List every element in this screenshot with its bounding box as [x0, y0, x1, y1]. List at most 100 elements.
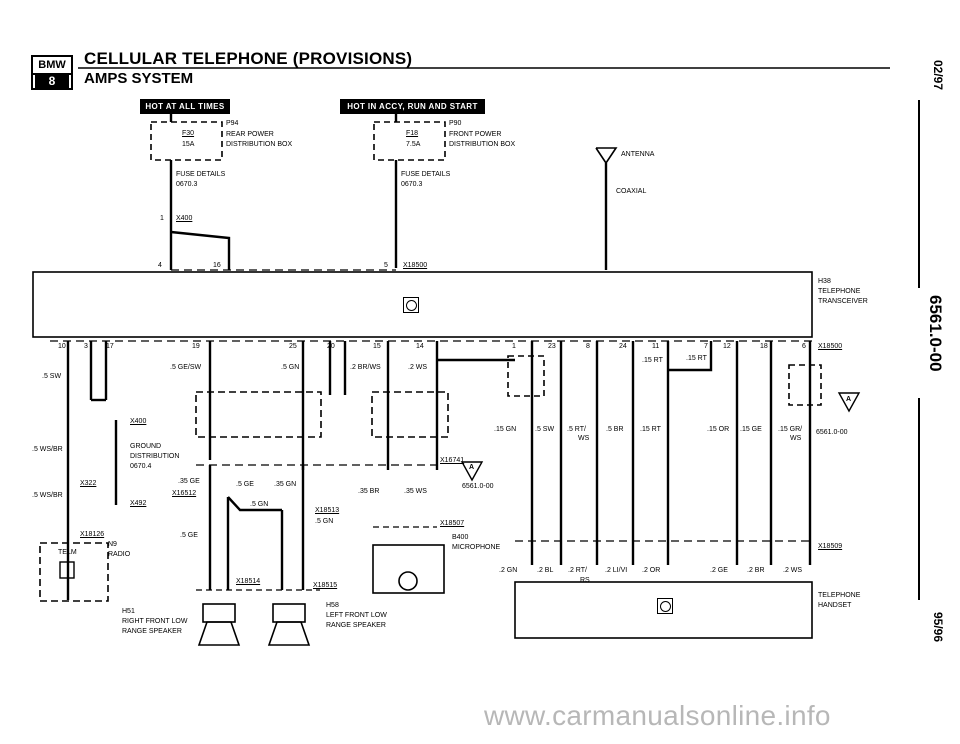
- wire-rtrs2: RS: [580, 577, 590, 584]
- transceiver-pin: 14: [416, 343, 424, 350]
- hot-at-all-times: HOT AT ALL TIMES: [140, 99, 230, 114]
- wire-rtrs: .2 RT/: [568, 567, 587, 574]
- conn-x18500-top: X18500: [403, 262, 428, 269]
- ground-symbol-icon: [403, 297, 419, 313]
- wire-gn2: .2 GN: [499, 567, 518, 574]
- f30-box-1: REAR POWER: [226, 131, 274, 138]
- wire-brws2: .2 BR/WS: [350, 364, 381, 371]
- transceiver-pin: 23: [548, 343, 556, 350]
- wire-br2: .2 BR: [747, 567, 765, 574]
- logo-series: 8: [35, 75, 69, 88]
- conn-x18515: X18515: [313, 582, 338, 589]
- wire-ge35: .35 GE: [178, 478, 200, 485]
- antenna-label: ANTENNA: [621, 151, 655, 158]
- conn-x492: X492: [130, 500, 147, 507]
- wire-gn5b: .5 GN: [250, 501, 269, 508]
- transceiver-pin: 10: [58, 343, 66, 350]
- handset-2: HANDSET: [818, 602, 852, 609]
- wire-ge15: .15 GE: [740, 426, 762, 433]
- wire-br35: .35 BR: [358, 488, 380, 495]
- f18-ref: 0670.3: [401, 181, 423, 188]
- wire-grws: .15 GR/: [778, 426, 803, 433]
- page-number: 6561.0-00: [926, 295, 945, 372]
- wire-wsbr2: .5 WS/BR: [32, 492, 63, 499]
- callout-a: A: [469, 464, 475, 471]
- wire-gn35: .35 GN: [274, 481, 297, 488]
- f30-ref: 0670.3: [176, 181, 198, 188]
- fuse-f18: F18: [406, 130, 419, 137]
- bmw-logo: BMW 8: [31, 55, 73, 90]
- wire-rtws2: WS: [578, 435, 590, 442]
- wire-ws35: .35 WS: [404, 488, 427, 495]
- wire-br5: .5 BR: [606, 426, 624, 433]
- wire-wsbr: .5 WS/BR: [32, 446, 63, 453]
- label-microphone: MICROPHONE: [452, 544, 501, 551]
- wire-gn5: .5 GN: [281, 364, 300, 371]
- label-telm: TELM: [58, 549, 77, 556]
- wire-ge5: .5 GE: [236, 481, 254, 488]
- conn-x16741: X16741: [440, 457, 465, 464]
- f18-box-1: FRONT POWER: [449, 131, 502, 138]
- label-h51b: RANGE SPEAKER: [122, 628, 182, 635]
- hot-in-accy: HOT IN ACCY, RUN AND START: [340, 99, 485, 114]
- f18-box-2: DISTRIBUTION BOX: [449, 141, 516, 148]
- conn-x322: X322: [80, 480, 97, 487]
- transceiver-pin: 24: [619, 343, 627, 350]
- transceiver-pin: 25: [289, 343, 297, 350]
- wire-sw5b: .5 SW: [535, 426, 555, 433]
- transceiver-line2: TRANSCEIVER: [818, 298, 868, 305]
- conn-x18509: X18509: [818, 543, 843, 550]
- wire-rt15c: .15 RT: [640, 426, 661, 433]
- pin-5: 5: [384, 262, 388, 269]
- label-h58: H58: [326, 602, 339, 609]
- logo-brand: BMW: [33, 57, 71, 75]
- wire-grws2: WS: [790, 435, 802, 442]
- wire-rt15a: .15 RT: [642, 357, 663, 364]
- conn-x18500-right: X18500: [818, 343, 843, 350]
- conn-x18507: X18507: [440, 520, 465, 527]
- diagram-subtitle: AMPS SYSTEM: [84, 70, 194, 87]
- pin-x400: 1: [160, 215, 164, 222]
- transceiver-pin: 7: [704, 343, 708, 350]
- handset-symbol-icon: [657, 598, 673, 614]
- date-bottom: 95/96: [931, 612, 945, 643]
- transceiver-pin: 6: [802, 343, 806, 350]
- wire-or2: .2 OR: [642, 567, 661, 574]
- handset-1: TELEPHONE: [818, 592, 861, 599]
- diagram-title: CELLULAR TELEPHONE (PROVISIONS): [84, 49, 413, 68]
- wire-livi: .2 LI/VI: [605, 567, 628, 574]
- transceiver-pin: 12: [723, 343, 731, 350]
- wire-rt15b: .15 RT: [686, 355, 707, 362]
- transceiver-pin: 18: [760, 343, 768, 350]
- transceiver-pin: 15: [373, 343, 381, 350]
- transceiver-pin: 19: [192, 343, 200, 350]
- wire-sw5: .5 SW: [42, 373, 62, 380]
- label-h58a: LEFT FRONT LOW: [326, 612, 387, 619]
- fuse-f30-connector: P94: [226, 120, 239, 127]
- watermark: www.carmanualsonline.info: [484, 700, 831, 731]
- ground-3: 0670.4: [130, 463, 152, 470]
- ground-2: DISTRIBUTION: [130, 453, 180, 460]
- label-radio: RADIO: [108, 551, 131, 558]
- fuse-f30: F30: [182, 130, 195, 137]
- wire-ws2b: .2 WS: [783, 567, 803, 574]
- label-h58b: RANGE SPEAKER: [326, 622, 386, 629]
- transceiver-line1: TELEPHONE: [818, 288, 861, 295]
- conn-x18126: X18126: [80, 531, 105, 538]
- label-n9: N9: [108, 541, 117, 548]
- f18-details: FUSE DETAILS: [401, 171, 451, 178]
- transceiver-code: H38: [818, 278, 831, 285]
- conn-x400b: X400: [130, 418, 147, 425]
- wire-ws2: .2 WS: [408, 364, 428, 371]
- ref-6561b: 6561.0-00: [462, 483, 494, 490]
- ground-1: GROUND: [130, 443, 162, 450]
- wire-bl2: .2 BL: [537, 567, 554, 574]
- pin-16: 16: [213, 262, 221, 269]
- date-top: 02/97: [931, 60, 945, 91]
- transceiver-pin: 20: [327, 343, 335, 350]
- transceiver-pin: 3: [84, 343, 88, 350]
- wire-ge5b: .5 GE: [180, 532, 198, 539]
- fuse-f30-amp: 15A: [182, 141, 195, 148]
- transceiver-pin: 11: [652, 343, 660, 350]
